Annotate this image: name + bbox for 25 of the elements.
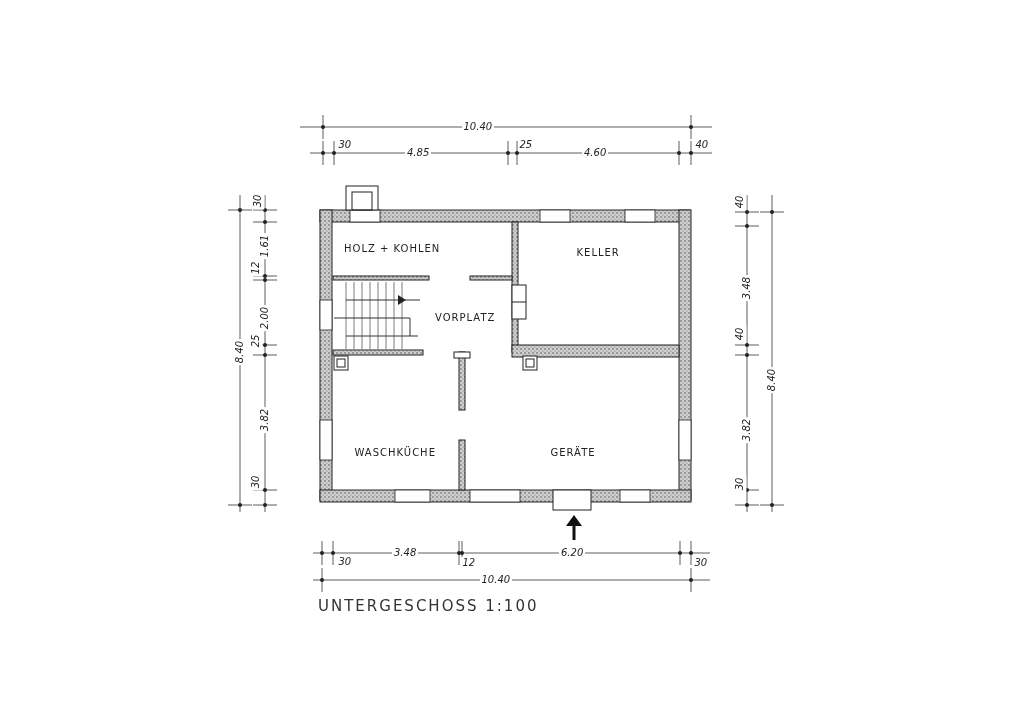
room-name: VORPLATZ: [435, 311, 496, 323]
room-name: WASCHKÜCHE: [354, 446, 436, 458]
dimension-label: 30: [336, 556, 354, 568]
dimension-label: 30: [692, 557, 710, 569]
room-name: GERÄTE: [550, 446, 596, 458]
dimension-label: 6.20: [559, 547, 586, 559]
dimension-label: 3.48: [392, 547, 419, 559]
dimension-label: 30: [733, 475, 746, 493]
dimension-label: 30: [336, 139, 354, 151]
dimension-label: 25: [249, 332, 262, 350]
dimension-label: 10.40: [461, 121, 495, 133]
dimension-label: 30: [249, 473, 262, 491]
dimension-label: 40: [733, 193, 746, 211]
dimension-label: 40: [693, 139, 711, 151]
drawing-title: UNTERGESCHOSS 1:100: [318, 597, 539, 615]
room-name: HOLZ + KOHLEN: [344, 242, 441, 254]
dimension-label: 25: [517, 139, 535, 151]
dimension-label: 10.40: [479, 574, 513, 586]
dimension-label: 12: [249, 259, 262, 277]
dimension-label: 40: [733, 325, 746, 343]
room-name: KELLER: [576, 246, 620, 258]
dimension-label: 12: [460, 557, 478, 569]
dimension-label: 30: [251, 192, 264, 210]
dimension-label: 4.85: [405, 147, 432, 159]
dimension-label: 4.60: [582, 147, 609, 159]
